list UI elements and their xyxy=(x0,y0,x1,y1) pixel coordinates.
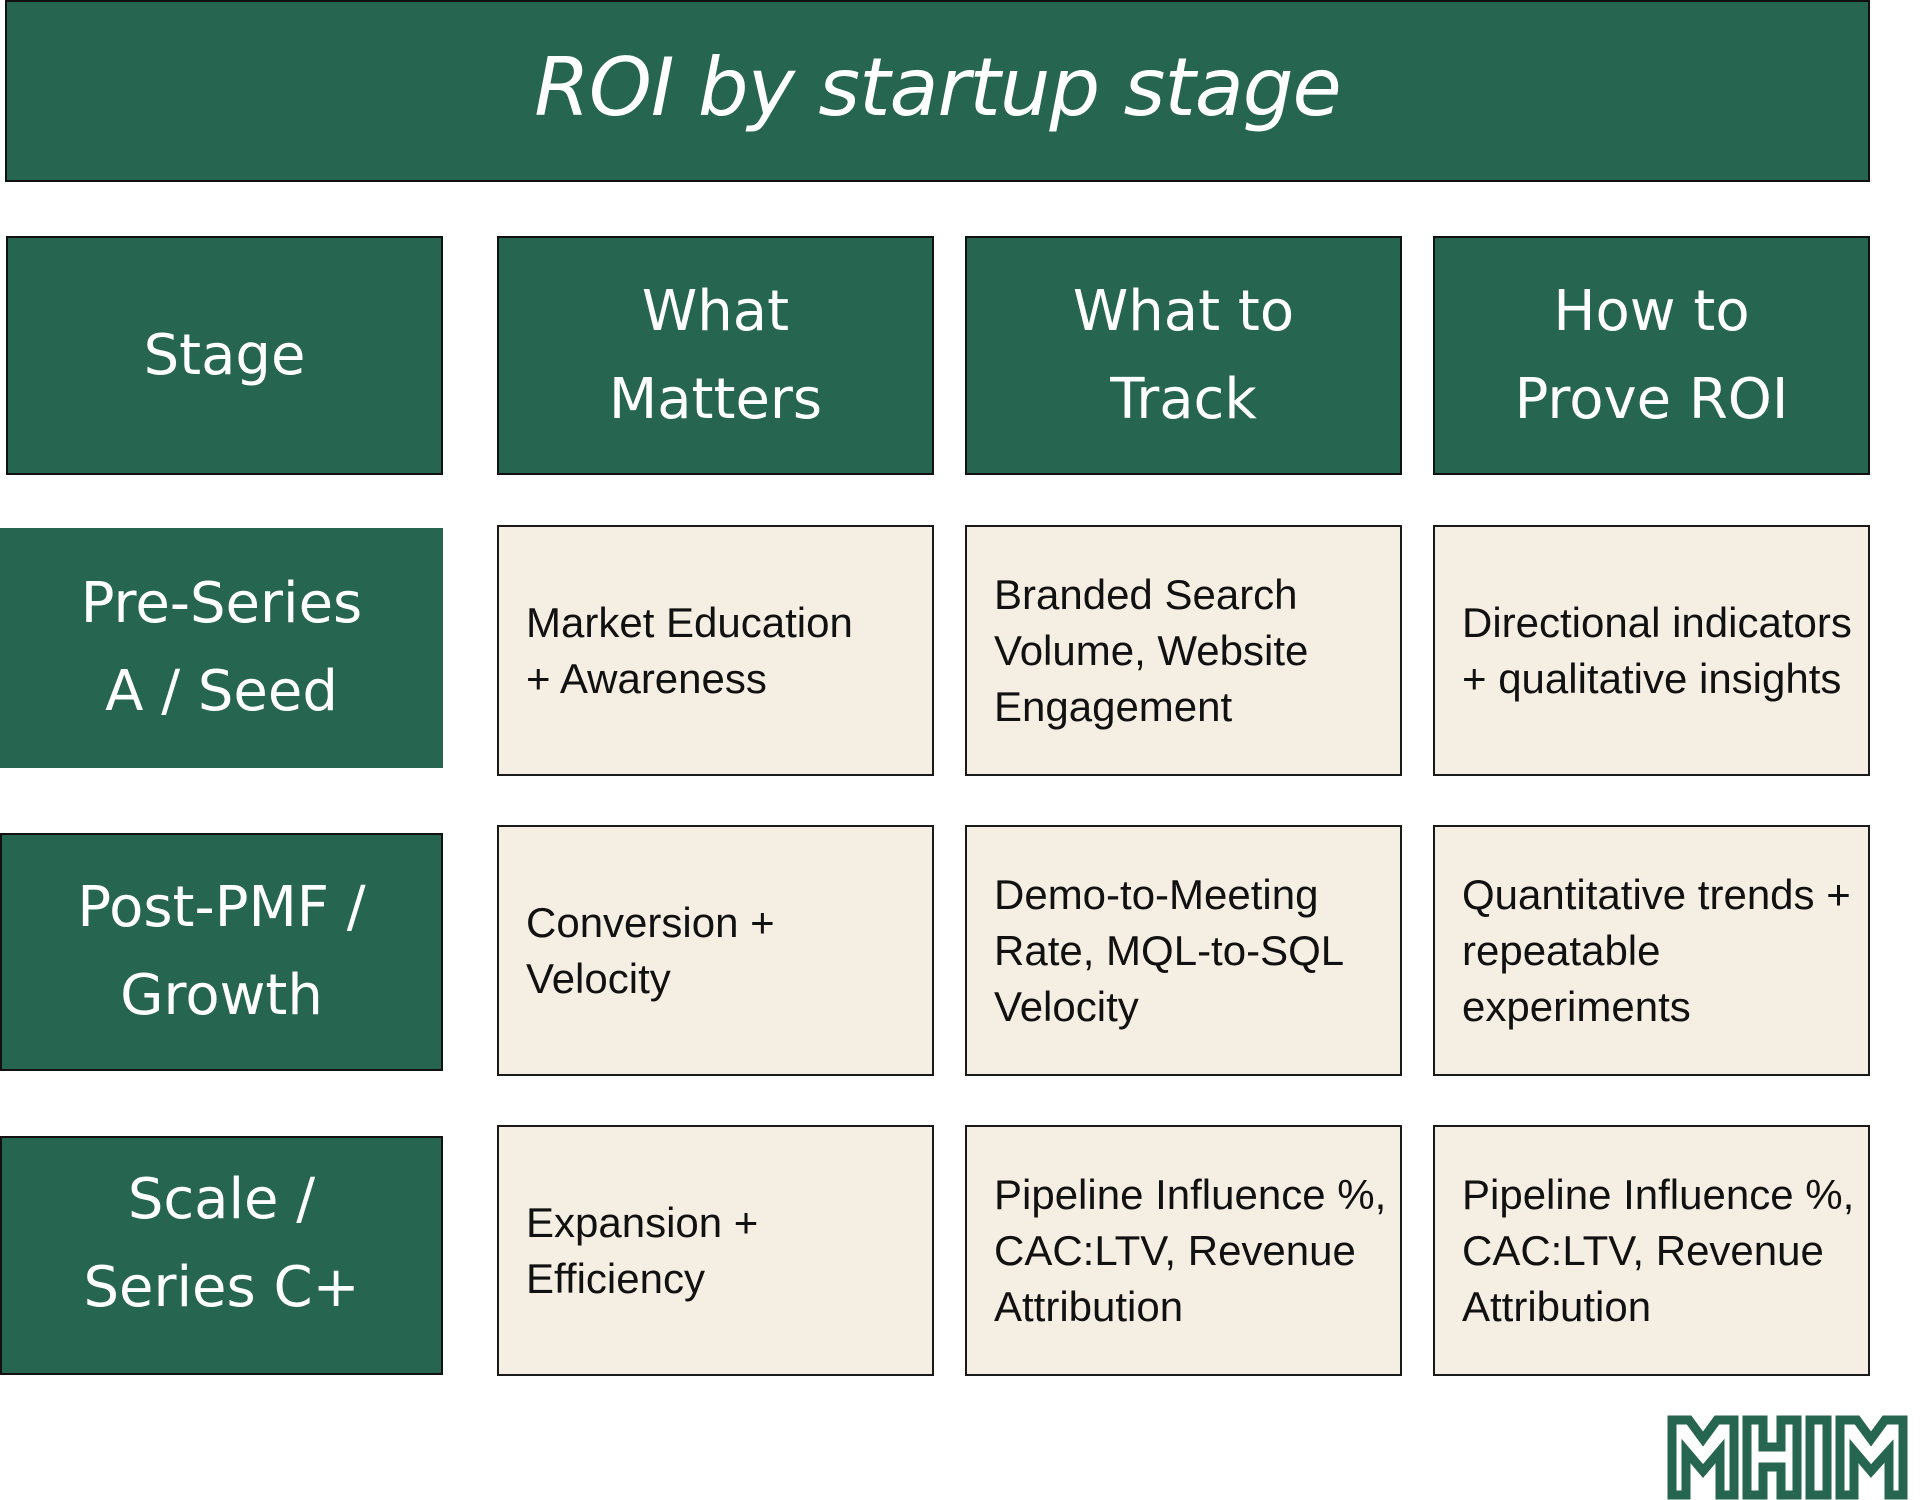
table-cell-how-to-prove: Directional indicators + qualitative ins… xyxy=(1433,525,1870,776)
table-cell-how-to-prove: Pipeline Influence %, CAC:LTV, Revenue A… xyxy=(1433,1125,1870,1376)
table-cell-what-to-track: Demo-to-Meeting Rate, MQL-to-SQL Velocit… xyxy=(965,825,1402,1076)
stage-cell-post-pmf: Post-PMF / Growth xyxy=(0,833,443,1071)
stage-cell-pre-series-a: Pre-Series A / Seed xyxy=(0,528,443,768)
stage-cell-scale: Scale / Series C+ xyxy=(0,1136,443,1375)
mhim-logo-icon xyxy=(1667,1415,1908,1500)
cell-text: Branded Search Volume, Website Engagemen… xyxy=(994,570,1309,730)
cell-text: Pipeline Influence %, CAC:LTV, Revenue A… xyxy=(1462,1170,1855,1330)
table-cell-what-matters: Conversion + Velocity xyxy=(497,825,934,1076)
table-cell-how-to-prove: Quantitative trends + repeatable experim… xyxy=(1433,825,1870,1076)
column-header-what-to-track: What to Track xyxy=(965,236,1402,475)
cell-text: Quantitative trends + repeatable experim… xyxy=(1462,870,1851,1030)
page-title: ROI by startup stage xyxy=(534,40,1341,134)
table-cell-what-matters: Market Education + Awareness xyxy=(497,525,934,776)
column-header-how-to-prove-roi: How to Prove ROI xyxy=(1433,236,1870,475)
table-cell-what-to-track: Pipeline Influence %, CAC:LTV, Revenue A… xyxy=(965,1125,1402,1376)
table-cell-what-to-track: Branded Search Volume, Website Engagemen… xyxy=(965,525,1402,776)
column-header-stage: Stage xyxy=(6,236,443,475)
title-banner: ROI by startup stage xyxy=(5,0,1870,182)
cell-text: Market Education + Awareness xyxy=(526,598,853,702)
cell-text: Pipeline Influence %, CAC:LTV, Revenue A… xyxy=(994,1170,1387,1330)
cell-text: Expansion + Efficiency xyxy=(526,1198,759,1302)
table-cell-what-matters: Expansion + Efficiency xyxy=(497,1125,934,1376)
cell-text: Directional indicators + qualitative ins… xyxy=(1462,598,1852,702)
cell-text: Conversion + Velocity xyxy=(526,898,775,1002)
cell-text: Demo-to-Meeting Rate, MQL-to-SQL Velocit… xyxy=(994,870,1343,1030)
column-header-what-matters: What Matters xyxy=(497,236,934,475)
